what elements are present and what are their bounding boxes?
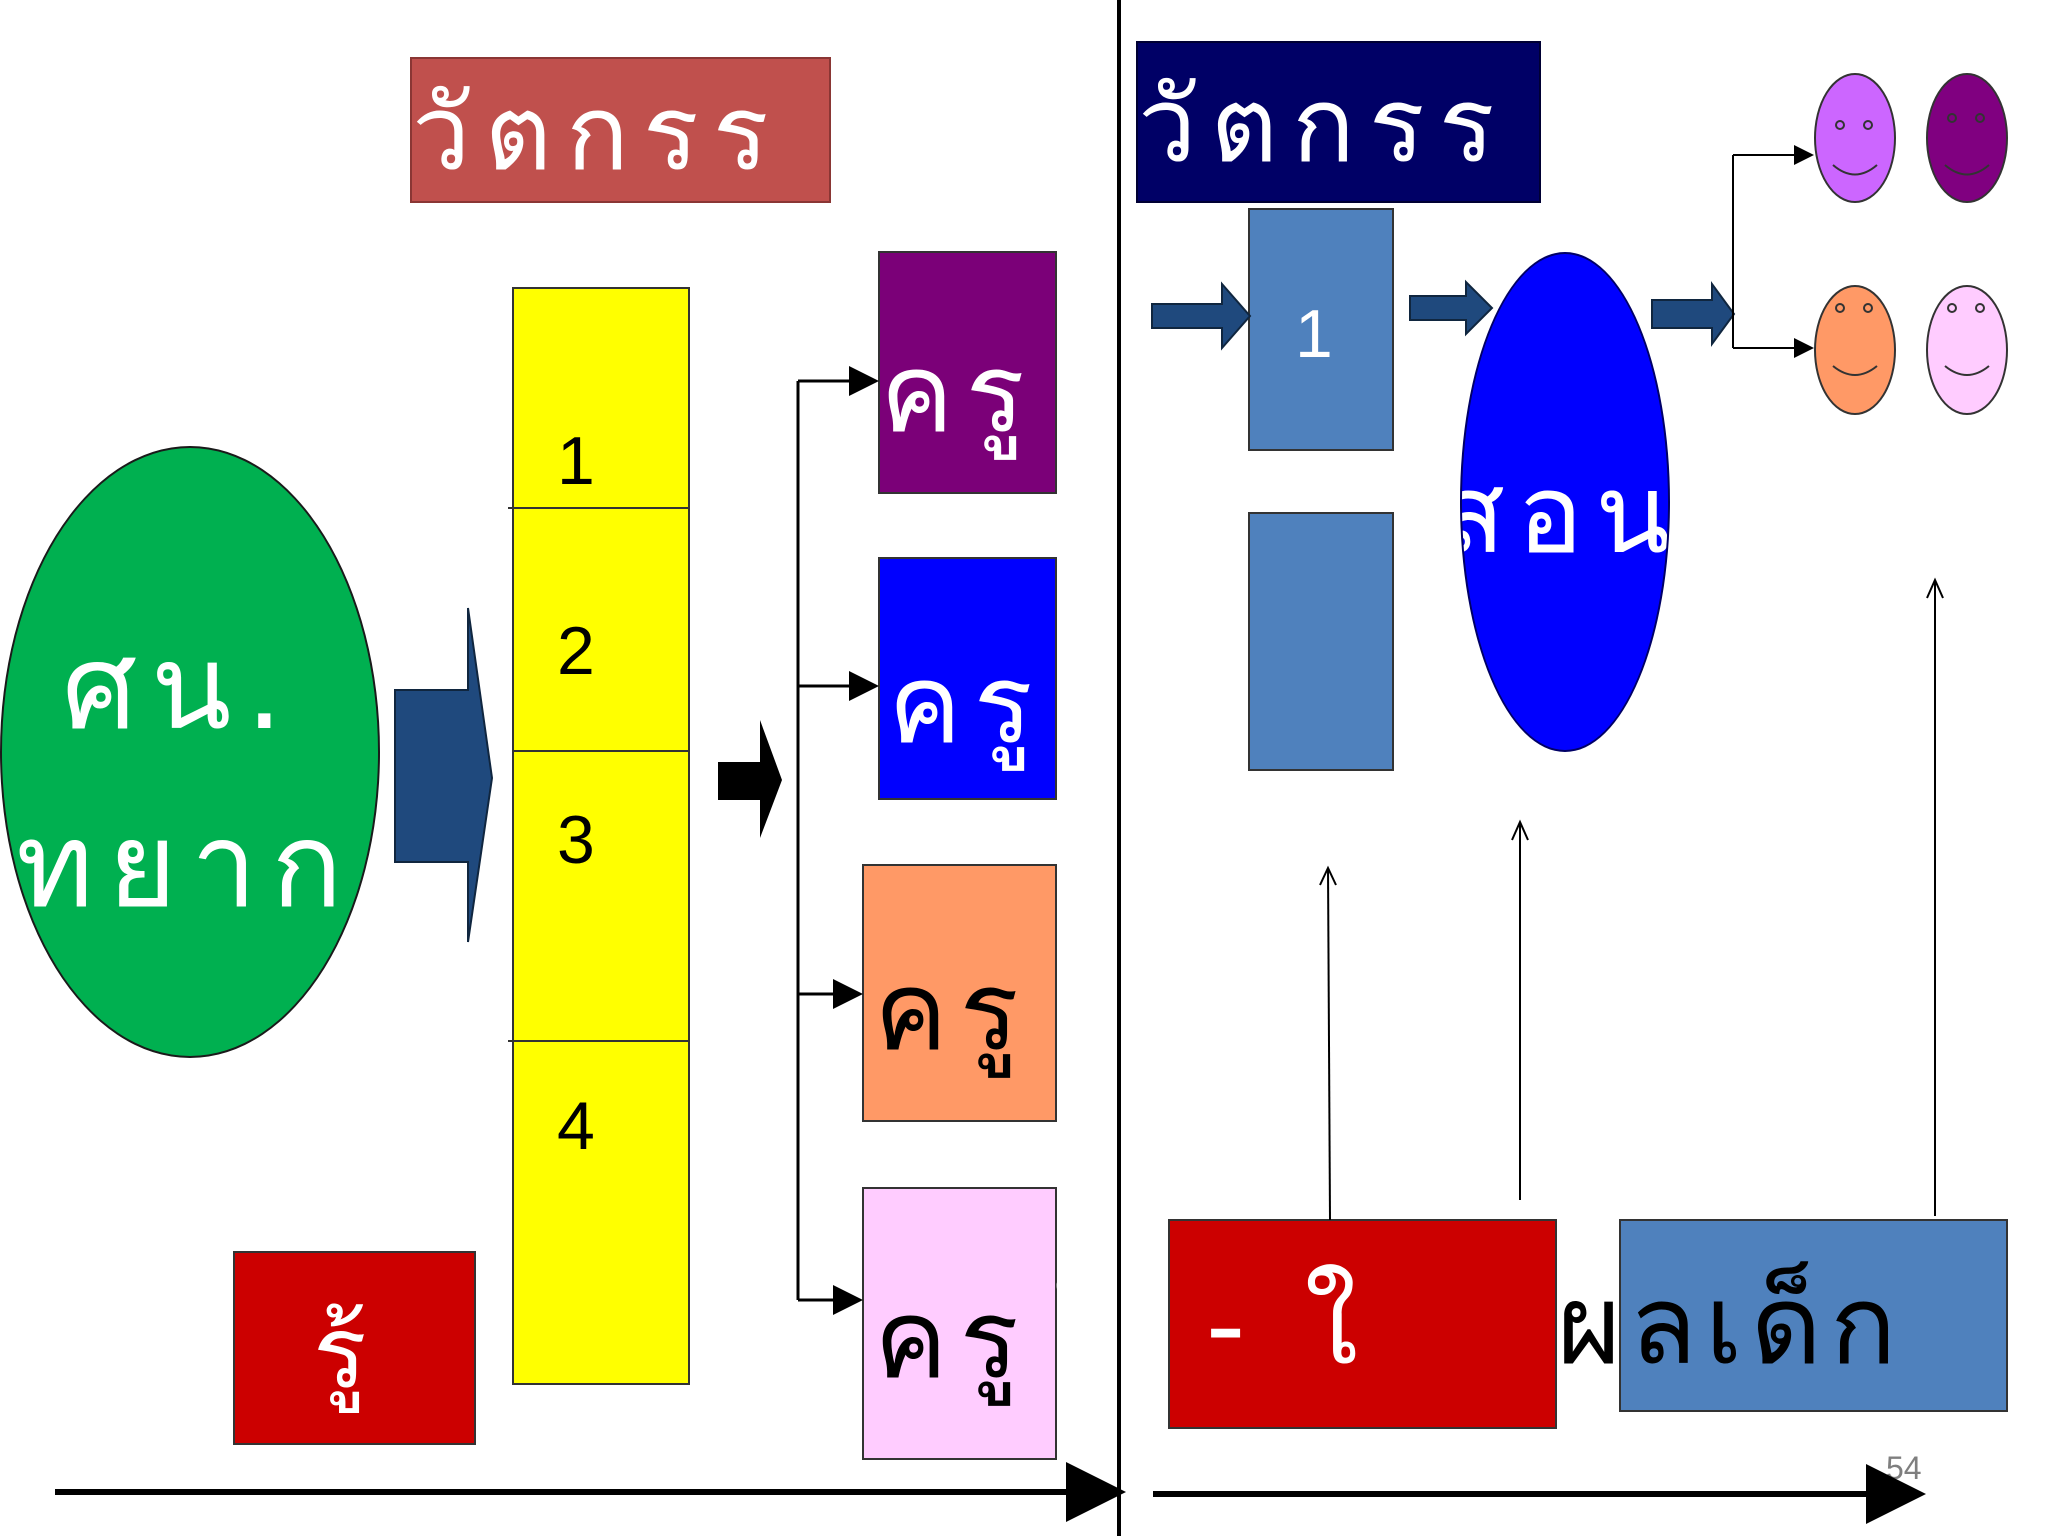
knowledge-box: รู้ [233,1251,476,1445]
supervisor-circle-text-1: ศน. [62,618,298,756]
teacher-box-purple: ครู [878,251,1057,494]
big-arrow-circle-to-steps [394,607,494,943]
teaching-oval: สอน [1460,252,1670,752]
smiley-face-icon [1926,73,2008,203]
up-arrow-1 [1327,867,1331,1221]
arrow-into-box1 [1151,281,1252,351]
teacher-box-pink-text: ครู [874,1275,1031,1403]
up-arrow-2-head [1511,819,1529,841]
step-4-label: 4 [557,1088,595,1164]
smiley-face-icon [1814,285,1896,415]
bottom-blue-box [1619,1219,2008,1412]
arrow-oval-to-faces [1651,280,1736,348]
left-header-box: วัตกรร [410,57,831,203]
bottom-red-box [1168,1219,1557,1429]
supervisor-circle-text-2: ทยาก [16,796,357,934]
teaching-oval-text: สอน [1462,450,1670,578]
steps-column: 1 2 3 4 [512,287,690,1385]
arrow-box1-to-oval [1409,279,1494,337]
bottom-red-text: ำ - ใ [1085,1261,1371,1389]
teacher-box-purple-text: ครู [880,329,1037,457]
smiley-face-icon [1814,73,1896,203]
teacher-box-blue-text: ครู [888,640,1045,768]
knowledge-box-text: รู้ [313,1294,367,1411]
left-header-text: วัตกรร [412,72,783,194]
teacher-box-pink: ครู [862,1187,1057,1460]
right-step-box-1-text: 1 [1295,296,1333,372]
bottom-blue-text: ผลเด็ก [1557,1261,1905,1389]
right-header-box: วัตกรร [1136,41,1541,203]
teacher-box-orange: ครู [862,864,1057,1122]
right-step-box-2 [1248,512,1394,771]
supervisor-circle: ศน. ทยาก [0,446,380,1058]
right-header-text: วัตกรร [1138,64,1509,186]
step-1-label: 1 [557,423,595,499]
teacher-box-blue: ครู [878,557,1057,800]
up-arrow-1-head [1319,865,1337,886]
black-arrow-steps-to-teachers [718,720,782,838]
step-2-label: 2 [557,613,595,689]
step-3-label: 3 [557,802,595,878]
teacher-box-orange-text: ครู [874,947,1031,1075]
right-step-box-1: 1 [1248,208,1394,451]
up-arrow-3-head [1926,577,1944,599]
smiley-face-icon [1926,285,2008,415]
